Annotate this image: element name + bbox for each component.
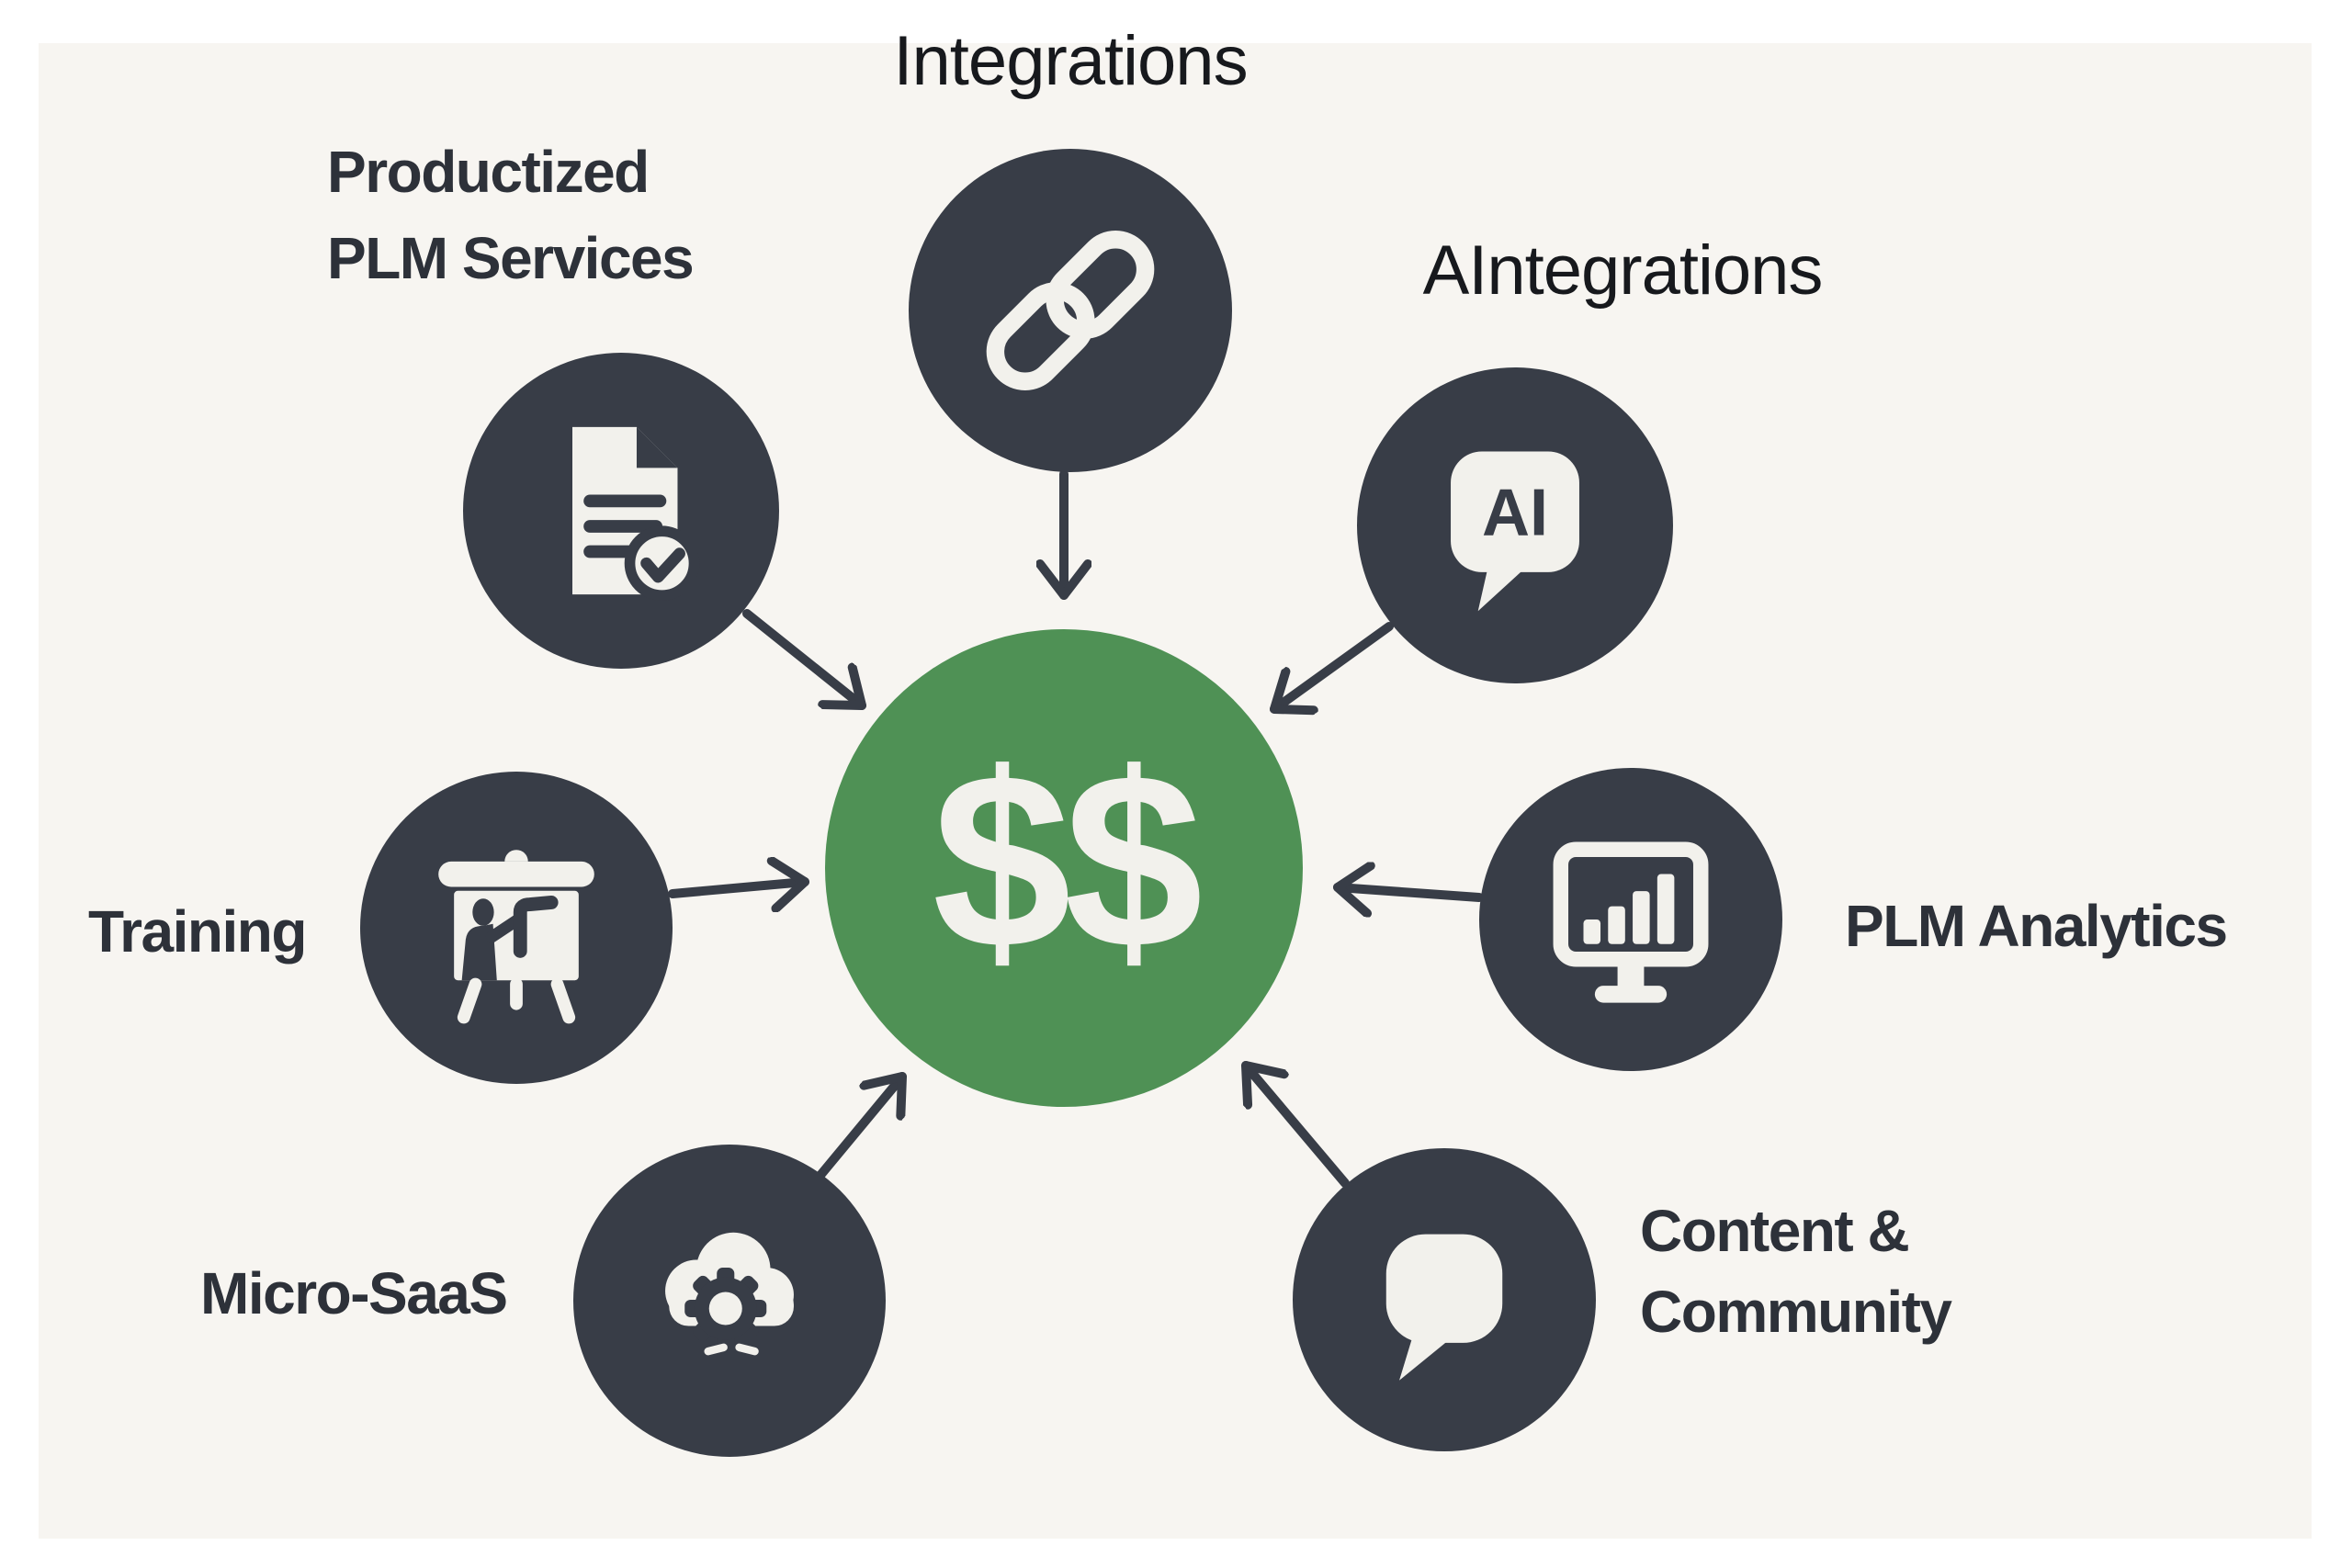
training-node	[360, 772, 673, 1084]
arrow-analytics-to-revenue	[1333, 887, 1484, 897]
integrations-label: Integrations	[893, 22, 1248, 100]
arrow-productized-to-revenue	[742, 609, 866, 710]
arrow-training-to-revenue	[668, 882, 809, 894]
ai-bubble-text: AI	[1482, 477, 1548, 550]
document-check-icon	[572, 426, 700, 602]
productized-plm-services-label: Productized PLM Services	[327, 139, 695, 291]
dollar-signs: $$	[932, 721, 1204, 1000]
cloud-gear-icon	[665, 1232, 794, 1356]
ai-chat-bubble-icon: AI	[1451, 451, 1579, 612]
productized-plm-services-node	[463, 353, 779, 669]
plm-analytics-node	[1479, 768, 1782, 1071]
content-community-label: Content & Community	[1640, 1198, 1952, 1345]
chain-link-icon	[986, 230, 1155, 391]
revenue-center-circle: $$	[825, 629, 1303, 1107]
micro-saas-node	[573, 1145, 886, 1457]
integrations-node	[909, 149, 1232, 472]
presentation-easel-icon	[438, 850, 594, 1024]
speech-bubble-icon	[1385, 1234, 1503, 1381]
bar-chart-monitor-icon	[1553, 841, 1709, 1003]
arrow-microsaas-to-revenue	[813, 1072, 907, 1183]
aintegrations-node: AI	[1357, 367, 1673, 683]
arrow-aintegrations-to-revenue	[1270, 622, 1394, 709]
aintegrations-label: AIntegrations	[1422, 231, 1824, 310]
arrow-content-to-revenue	[1241, 1061, 1350, 1188]
content-community-node	[1293, 1148, 1596, 1451]
training-label: Training	[88, 898, 307, 964]
plm-analytics-label: PLM Analytics	[1845, 893, 2228, 959]
micro-saas-label: Micro-SaaS	[200, 1260, 508, 1326]
